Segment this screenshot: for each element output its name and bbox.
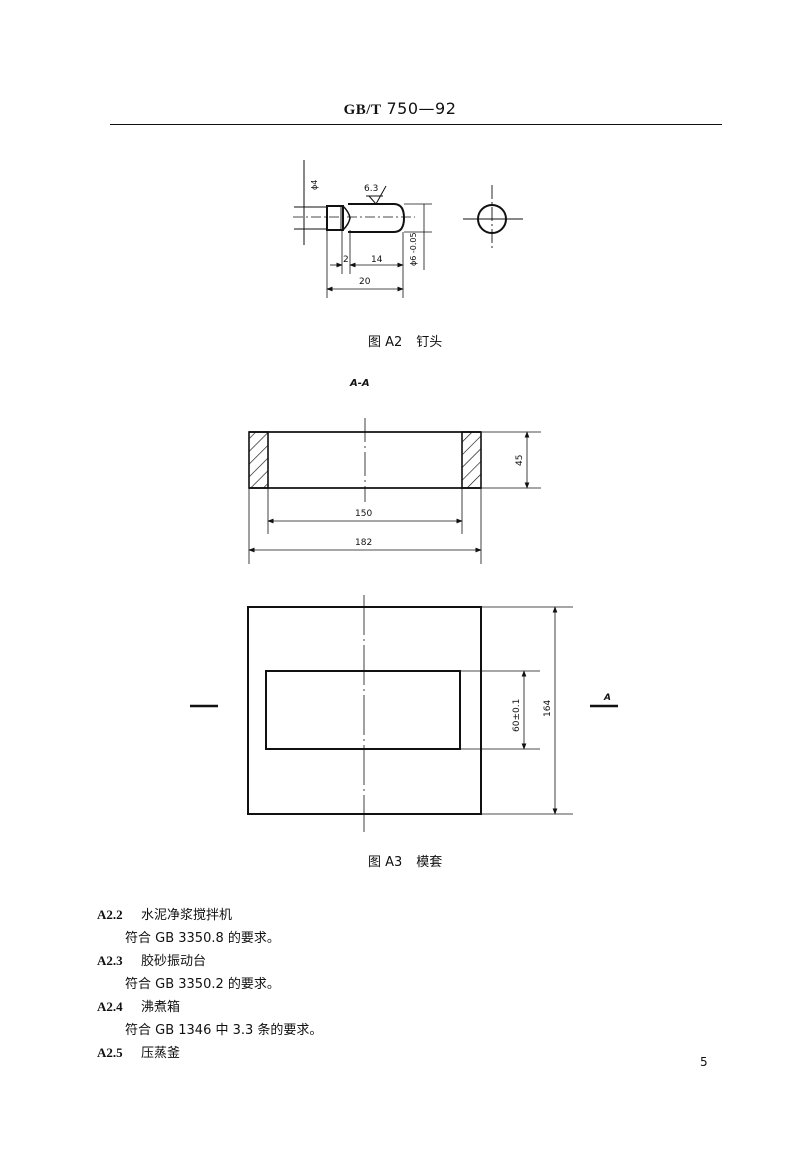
standard-code: GB/T: [343, 102, 382, 118]
diameter-small-label: ϕ4: [310, 180, 319, 190]
figure-a3-section-drawing: A-A 45 150 182: [248, 378, 541, 564]
clause-number: A2.4: [97, 999, 123, 1014]
clause-heading-a2-4: A2.4 沸煮箱: [97, 996, 180, 1015]
page-number: 5: [700, 1055, 708, 1069]
length-body-label: 14: [371, 255, 383, 265]
inner-width-label: 150: [355, 509, 372, 519]
roughness-value: 6.3: [364, 184, 378, 194]
clause-body-a2-2: 符合 GB 3350.8 的要求。: [125, 931, 280, 946]
length-groove-label: 2: [343, 255, 349, 265]
clause-title: 水泥净浆搅拌机: [141, 908, 233, 923]
figure-a2-caption-label: 图 A2: [368, 335, 403, 350]
clause-title: 压蒸釜: [141, 1046, 181, 1061]
height-label: 45: [515, 455, 525, 466]
inner-depth-label: 60±0.1: [512, 699, 522, 732]
clause-heading-a2-5: A2.5 压蒸釜: [97, 1042, 180, 1061]
outer-depth-label: 164: [543, 700, 553, 717]
standard-number: 750—92: [386, 99, 457, 118]
clause-heading-a2-2: A2.2 水泥净浆搅拌机: [97, 904, 232, 923]
header-rule: [110, 124, 722, 125]
figure-a2-caption: 图 A2 钉头: [368, 331, 442, 350]
figure-a2-drawing: 6.3 ϕ6 -0.05 ϕ4 2 14 20: [293, 160, 432, 298]
view-marker-label: A: [603, 693, 611, 703]
clause-number: A2.2: [97, 907, 123, 922]
clause-number: A2.3: [97, 953, 123, 968]
outer-width-label: 182: [355, 538, 372, 548]
section-label: A-A: [349, 378, 370, 389]
figure-a3-plan-drawing: 60±0.1 164 A: [190, 595, 618, 832]
figure-a2-end-view: [463, 185, 523, 250]
clause-number: A2.5: [97, 1045, 123, 1060]
clause-title: 胶砂振动台: [141, 954, 207, 969]
clause-heading-a2-3: A2.3 胶砂振动台: [97, 950, 206, 969]
clause-body-a2-3: 符合 GB 3350.2 的要求。: [125, 977, 280, 992]
clause-body-a2-4: 符合 GB 1346 中 3.3 条的要求。: [125, 1023, 323, 1038]
clause-title: 沸煮箱: [141, 1000, 181, 1015]
figure-a2-caption-title: 钉头: [416, 335, 443, 350]
figure-a3-caption: 图 A3 模套: [368, 851, 442, 870]
length-total-label: 20: [359, 277, 371, 287]
figure-a3-caption-label: 图 A3: [368, 855, 403, 870]
figure-a3-caption-title: 模套: [416, 855, 443, 870]
diameter-large-label: ϕ6 -0.05: [409, 232, 418, 266]
